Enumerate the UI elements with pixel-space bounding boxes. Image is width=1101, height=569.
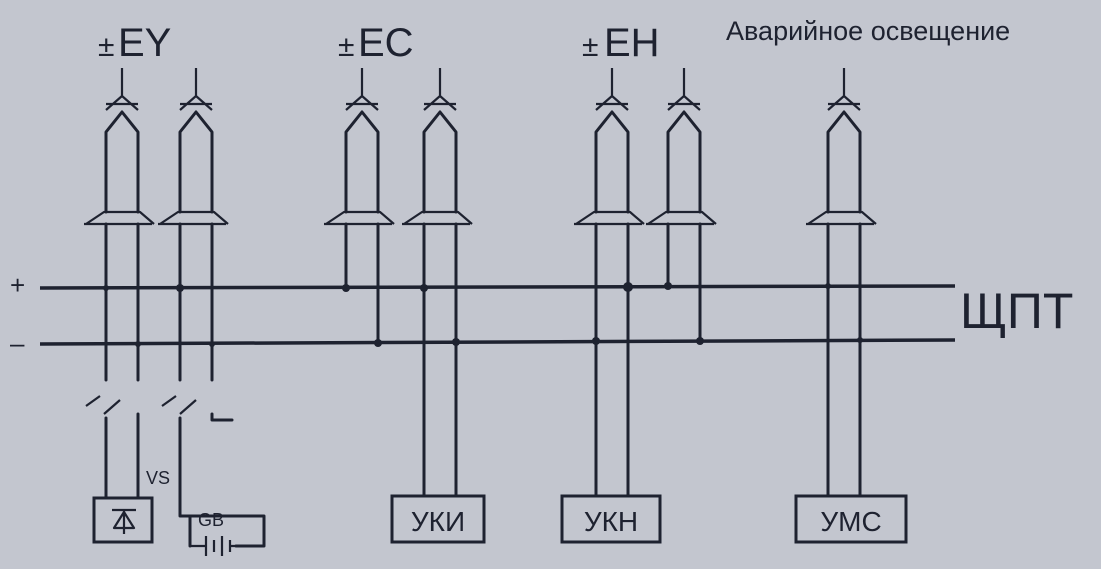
feeder-eh-1 xyxy=(574,68,645,498)
junction-nodes xyxy=(103,282,863,347)
junction-node xyxy=(452,338,460,346)
bus-plus-label: + xyxy=(10,270,25,300)
feeder-emergency-lighting xyxy=(806,68,877,498)
junction-node xyxy=(135,341,141,347)
junction-node xyxy=(825,283,831,289)
thyristor-icon xyxy=(112,508,136,534)
emergency-lighting-title: Аварийное освещение xyxy=(726,16,1010,46)
device-uki-label: УКИ xyxy=(411,506,465,537)
group-ey-name: EY xyxy=(118,21,171,65)
switchboard-label: ЩПТ xyxy=(960,283,1073,339)
junction-node xyxy=(592,337,600,345)
junction-node xyxy=(374,339,382,347)
bus-minus-label: – xyxy=(10,328,25,358)
junction-node xyxy=(209,341,215,347)
vs-label: VS xyxy=(146,468,170,488)
feeder-ey-1 xyxy=(84,68,155,544)
device-ums: УМС xyxy=(794,494,908,544)
gb-label: GB xyxy=(198,510,224,530)
device-uki: УКИ xyxy=(390,494,486,544)
junction-node xyxy=(103,285,109,291)
device-ums-label: УМС xyxy=(820,506,881,537)
device-uki-box xyxy=(390,494,486,544)
group-eh-name: EH xyxy=(604,21,660,65)
group-eh-label: ± EH xyxy=(582,21,660,65)
battery-icon xyxy=(190,536,236,556)
junction-node xyxy=(623,282,633,292)
group-ec-name: EC xyxy=(358,21,414,65)
thyristor-box xyxy=(92,496,154,544)
feeder-ec-2 xyxy=(402,68,473,498)
feeder-ec-1 xyxy=(324,68,395,346)
group-ey-sign: ± xyxy=(98,30,114,63)
junction-node xyxy=(664,282,672,290)
group-ec-label: ± EC xyxy=(338,21,414,65)
device-ukn-label: УКН xyxy=(584,506,638,537)
group-eh-sign: ± xyxy=(582,30,598,63)
device-ukn-box xyxy=(560,494,662,544)
junction-node xyxy=(857,337,863,343)
feeder-eh-2 xyxy=(646,68,717,344)
junction-node xyxy=(420,284,428,292)
junction-node xyxy=(176,284,184,292)
plus-bus-bar xyxy=(39,284,956,290)
device-ukn: УКН xyxy=(560,494,662,544)
device-ums-box xyxy=(794,494,908,544)
minus-bus-bar xyxy=(39,338,956,346)
junction-node xyxy=(696,337,704,345)
group-ec-sign: ± xyxy=(338,30,354,63)
group-ey-label: ± EY xyxy=(98,21,171,65)
feeder-ey-2: GB xyxy=(158,68,266,556)
junction-node xyxy=(342,284,350,292)
